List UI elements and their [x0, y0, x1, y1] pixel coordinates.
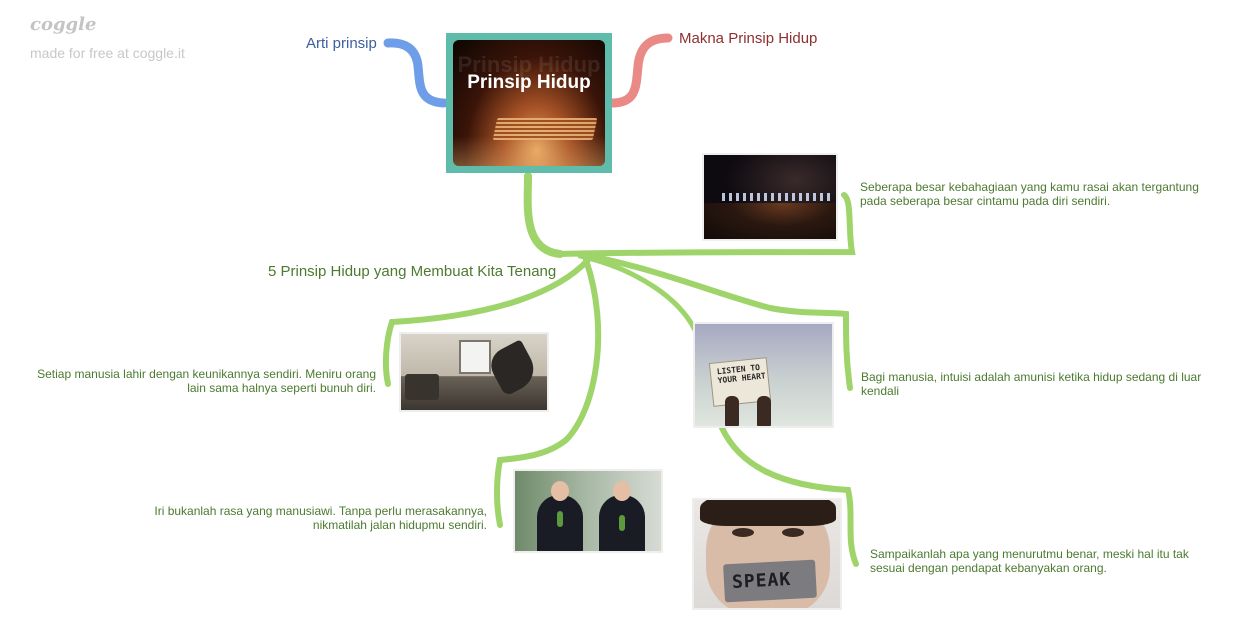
note-3[interactable]: Bagi manusia, intuisi adalah amunisi ket…	[861, 370, 1202, 398]
branch-image-3-to-note-5	[719, 425, 859, 567]
coggle-branding: coggle made for free at coggle.it	[30, 14, 185, 61]
note-4[interactable]: Iri bukanlah rasa yang manusiawi. Tanpa …	[154, 504, 487, 532]
note-1[interactable]: Seberapa besar kebahagiaan yang kamu ras…	[860, 180, 1199, 208]
note-2[interactable]: Setiap manusia lahir dengan keunikannya …	[37, 367, 376, 395]
branch-center-to-note-2	[382, 257, 591, 387]
root-node-title: Prinsip Hidup	[467, 72, 591, 93]
branch-center-to-note-4	[494, 257, 602, 528]
sign-text: LISTEN TO YOUR HEART	[716, 362, 767, 386]
tape-text: SPEAK	[731, 568, 792, 593]
root-node-title-shadow: Prinsip Hidup	[457, 52, 601, 77]
node-5-prinsip[interactable]: 5 Prinsip Hidup yang Membuat Kita Tenang	[268, 263, 557, 280]
image-love-yourself[interactable]	[702, 153, 838, 241]
branch-center-to-note-1	[557, 192, 856, 257]
node-makna-prinsip-hidup[interactable]: Makna Prinsip Hidup	[679, 30, 818, 47]
branch-center-to-image-3	[577, 253, 698, 333]
image-speak-tape[interactable]: SPEAK	[692, 498, 842, 610]
branch-arti-prinsip	[383, 38, 449, 108]
branch-main-stem	[523, 172, 564, 258]
coggle-subtitle[interactable]: made for free at coggle.it	[30, 45, 185, 61]
node-arti-prinsip[interactable]: Arti prinsip	[306, 35, 377, 52]
image-two-people-plants[interactable]	[513, 469, 663, 553]
coggle-logo[interactable]: coggle	[30, 14, 97, 35]
image-listen-sign[interactable]: LISTEN TO YOUR HEART	[693, 322, 834, 428]
root-node[interactable]: Prinsip Hidup Prinsip Hidup	[446, 33, 612, 173]
root-node-image: Prinsip Hidup Prinsip Hidup	[453, 40, 605, 166]
image-room-figure[interactable]	[399, 332, 549, 412]
branch-makna-prinsip-hidup	[607, 33, 673, 108]
branch-center-to-note-3	[587, 253, 853, 391]
note-5[interactable]: Sampaikanlah apa yang menurutmu benar, m…	[870, 547, 1189, 575]
